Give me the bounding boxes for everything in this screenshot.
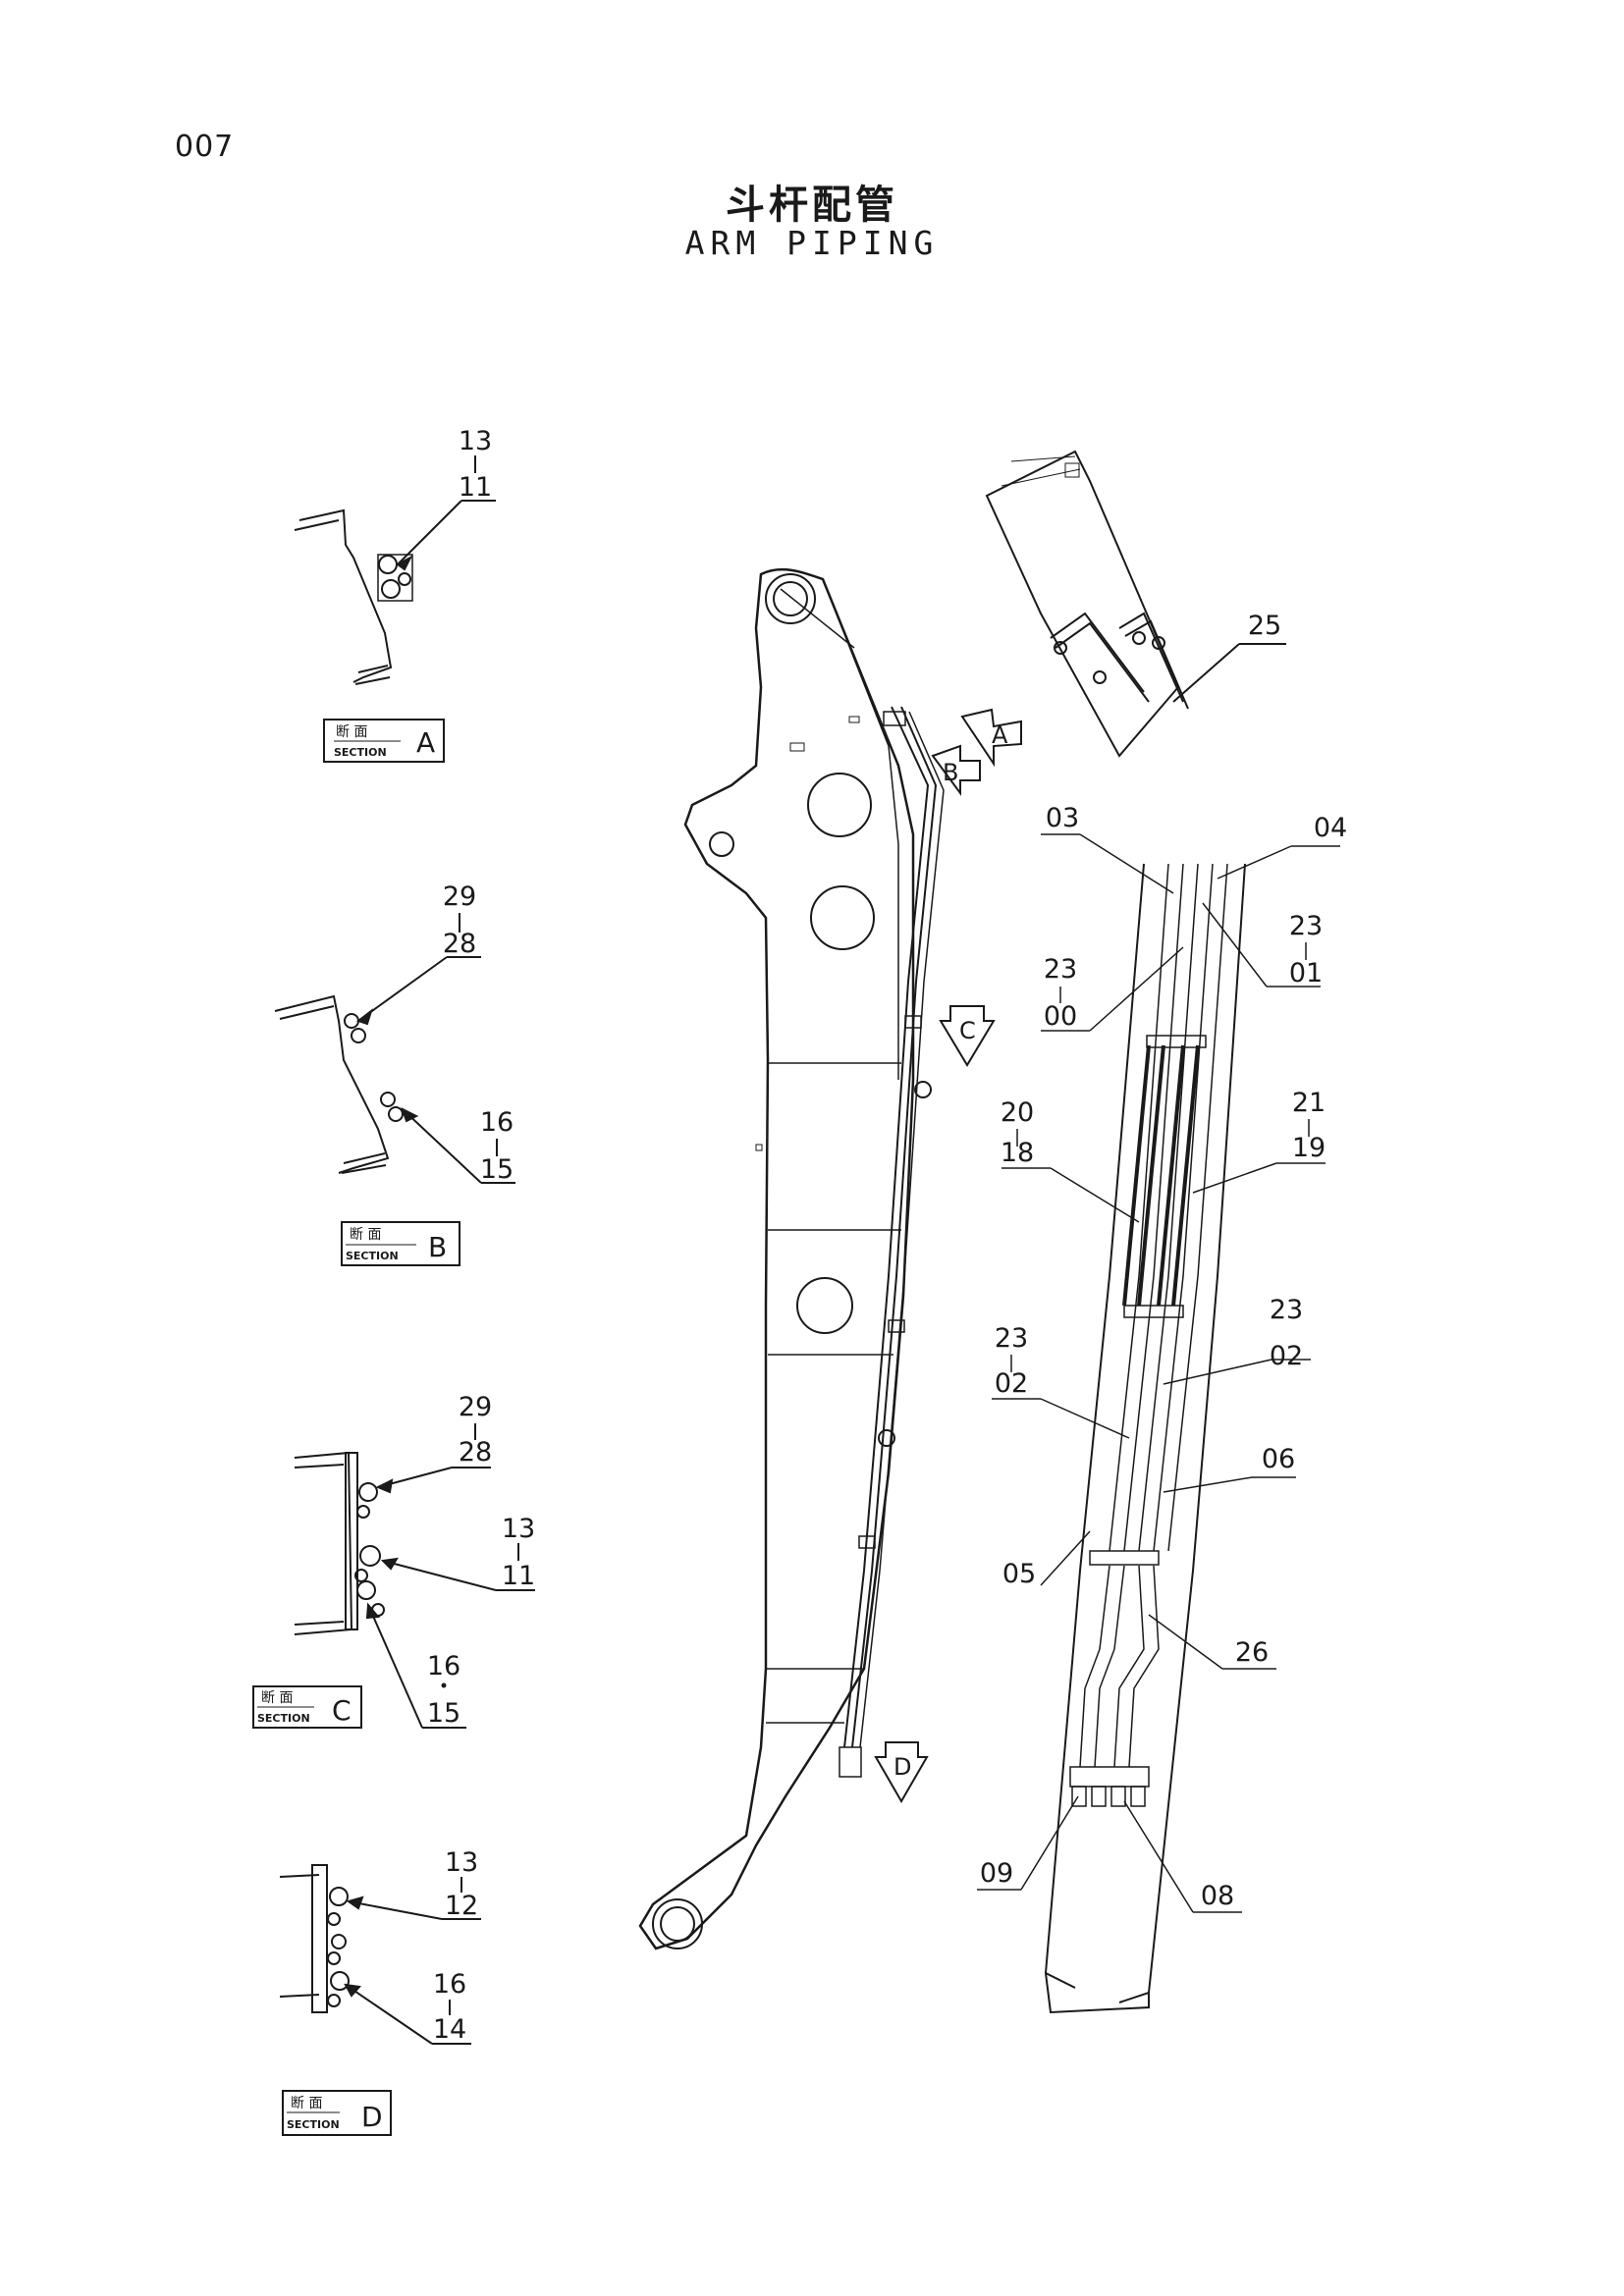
view-arrow-d (874, 1741, 929, 1803)
view-arrow-a-letter: A (992, 721, 1008, 749)
leader-line (397, 500, 462, 565)
label-19: 19 (1292, 1133, 1326, 1163)
label-b2-bottom: 15 (480, 1154, 514, 1185)
label-23-top-d: 23 (995, 1323, 1028, 1354)
label-00: 00 (1044, 1001, 1077, 1032)
label-06: 06 (1262, 1444, 1295, 1474)
detail-25 (985, 450, 1286, 758)
page-number: 007 (175, 130, 235, 164)
label-23-top-b: 23 (1044, 954, 1077, 985)
section-d-cn: 断 面 (291, 2096, 322, 2111)
label-c3-top: 16 (427, 1651, 460, 1682)
label-d2-bottom: 14 (433, 2014, 466, 2045)
section-a-en: SECTION (334, 746, 387, 759)
label-02-d: 02 (995, 1368, 1028, 1399)
label-d2-top: 16 (433, 1969, 466, 2000)
label-02-c: 02 (1270, 1341, 1303, 1371)
label-b2-top: 16 (480, 1107, 514, 1138)
label-b1-bottom: 28 (443, 929, 476, 959)
clamp-circle (378, 555, 398, 574)
label-05: 05 (1002, 1559, 1036, 1589)
section-b-en: SECTION (346, 1250, 399, 1262)
label-c2-top: 13 (502, 1514, 535, 1544)
view-arrows (874, 708, 1022, 1803)
label-c1-bottom: 28 (459, 1437, 492, 1468)
label-c1-top: 29 (459, 1392, 492, 1422)
section-a-label-box (323, 719, 445, 763)
label-03: 03 (1046, 803, 1079, 833)
label-c3-bottom: 15 (427, 1698, 460, 1729)
label-23-top-c: 23 (1270, 1295, 1303, 1325)
section-a-cn: 断 面 (336, 724, 367, 740)
section-b-detail (274, 913, 515, 1184)
label-d1-bottom: 12 (445, 1891, 478, 1921)
section-c-letter: C (332, 1694, 352, 1727)
title-english: ARM PIPING (684, 224, 940, 262)
view-arrow-c (939, 1005, 996, 1067)
view-arrow-b-letter: B (943, 759, 958, 786)
label-b1-top: 29 (443, 881, 476, 912)
arm-pin-boss (765, 573, 816, 624)
label-25: 25 (1248, 611, 1281, 641)
arm-body (638, 567, 945, 1950)
label-a-bottom: 11 (459, 472, 492, 503)
section-d-en: SECTION (287, 2118, 340, 2131)
label-26: 26 (1235, 1637, 1269, 1668)
section-c-en: SECTION (257, 1712, 310, 1725)
label-a-top: 13 (459, 426, 492, 456)
view-arrow-a (960, 708, 1022, 768)
label-20: 20 (1001, 1097, 1034, 1128)
section-a-detail (294, 455, 496, 685)
bucket-pin-boss (652, 1898, 703, 1949)
label-18: 18 (1001, 1138, 1034, 1168)
section-c-cn: 断 面 (261, 1690, 293, 1706)
label-01: 01 (1289, 958, 1323, 988)
label-08: 08 (1201, 1881, 1234, 1911)
label-21: 21 (1292, 1088, 1326, 1118)
section-c-label-box (252, 1685, 362, 1729)
section-a-letter: A (416, 726, 435, 759)
section-b-cn: 断 面 (350, 1227, 381, 1243)
label-23-top-a: 23 (1289, 911, 1323, 941)
label-d1-top: 13 (445, 1847, 478, 1878)
section-d-label-box (282, 2090, 392, 2136)
title-chinese: 斗杆配管 (726, 183, 898, 228)
pipe-leaders (977, 833, 1340, 1913)
section-b-label-box (341, 1221, 460, 1266)
section-d-detail (279, 1864, 481, 2045)
section-d-letter: D (361, 2101, 383, 2133)
view-arrow-c-letter: C (959, 1017, 976, 1044)
label-09: 09 (980, 1858, 1013, 1889)
view-arrow-d-letter: D (893, 1753, 911, 1781)
pipe-assembly (1044, 863, 1246, 2014)
label-04: 04 (1314, 813, 1347, 843)
view-arrow-b (931, 744, 981, 797)
section-c-detail (294, 1423, 535, 1729)
section-b-letter: B (428, 1231, 447, 1263)
label-c2-bottom: 11 (502, 1561, 535, 1591)
clamp-circle (381, 579, 401, 599)
